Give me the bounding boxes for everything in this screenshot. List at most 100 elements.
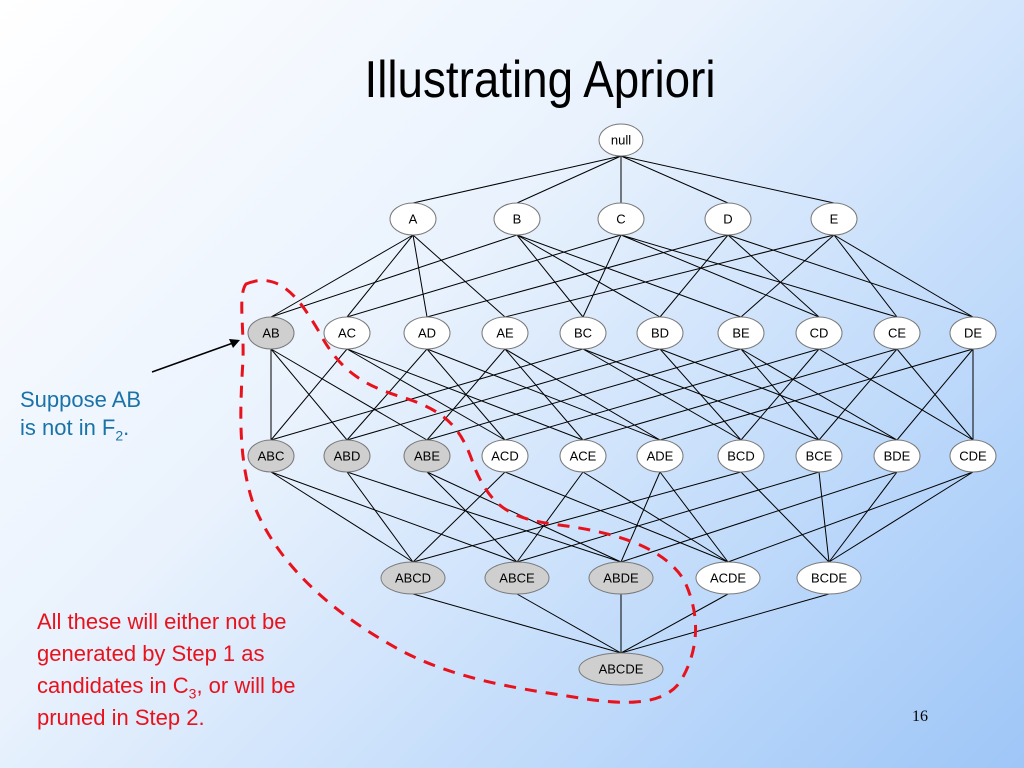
node-cd: CD: [795, 316, 843, 350]
node-ab: AB: [247, 316, 295, 350]
edge-A-AD: [412, 234, 428, 318]
edge-ADE-ACDE: [659, 471, 729, 563]
node-label-bd: BD: [651, 326, 669, 341]
node-label-a: A: [409, 212, 418, 227]
edge-CD-BCD: [740, 348, 820, 441]
edge-CD-CDE: [818, 348, 974, 441]
node-shape-abd: [323, 439, 371, 473]
edge-A-AB: [270, 234, 414, 318]
edge-D-BD: [659, 234, 729, 318]
node-label-bce: BCE: [806, 449, 833, 464]
node-label-e: E: [830, 212, 839, 227]
callout-arrow: [151, 342, 234, 373]
node-label-b: B: [513, 212, 522, 227]
edge-D-DE: [727, 234, 974, 318]
node-label-ac: AC: [338, 326, 356, 341]
edge-BCE-ABCE: [516, 471, 820, 563]
node-ade: ADE: [636, 439, 684, 473]
edge-B-BE: [516, 234, 742, 318]
node-be: BE: [717, 316, 765, 350]
node-shape-ade: [636, 439, 684, 473]
node-shape-b: [493, 202, 541, 236]
node-label-abcd: ABCD: [395, 571, 431, 586]
node-label-bcde: BCDE: [811, 571, 847, 586]
edge-BDE-ABDE: [620, 471, 898, 563]
edge-AC-ABC: [270, 348, 348, 441]
edge-BCDE-ABCDE: [620, 593, 830, 654]
callout-all-line3-suffix: , or will be: [196, 673, 296, 698]
edge-B-BD: [516, 234, 661, 318]
node-abc: ABC: [247, 439, 295, 473]
edge-CD-ACD: [504, 348, 820, 441]
edge-BE-BDE: [740, 348, 898, 441]
callout-pruned-note: All these will either not be generated b…: [37, 606, 397, 734]
edge-AC-ACE: [346, 348, 584, 441]
node-bcde: BCDE: [796, 561, 862, 595]
pruned-region-boundary: [239, 278, 697, 704]
edge-BDE-BCDE: [828, 471, 898, 563]
node-shape-c: [597, 202, 645, 236]
node-shape-ad: [403, 316, 451, 350]
node-shape-ace: [559, 439, 607, 473]
node-shape-bc: [559, 316, 607, 350]
node-abcde: ABCDE: [578, 652, 664, 686]
edge-C-AC: [346, 234, 622, 318]
callout-suppose-ab: Suppose AB is not in F2.: [20, 386, 141, 442]
node-label-abde: ABDE: [603, 571, 639, 586]
callout-all-line3-text: candidates in C: [37, 673, 189, 698]
edge-ABE-ABCE: [426, 471, 518, 563]
edge-ABC-ABCE: [270, 471, 518, 563]
edge-AD-ABD: [346, 348, 428, 441]
edge-DE-BDE: [896, 348, 974, 441]
node-label-acd: ACD: [491, 449, 518, 464]
node-abe: ABE: [403, 439, 451, 473]
node-shape-abde: [588, 561, 654, 595]
node-ae: AE: [481, 316, 529, 350]
node-bde: BDE: [873, 439, 921, 473]
node-bc: BC: [559, 316, 607, 350]
edge-A-AE: [412, 234, 506, 318]
node-acde: ACDE: [695, 561, 761, 595]
edge-ACE-ABCE: [516, 471, 584, 563]
node-ad: AD: [403, 316, 451, 350]
node-label-bde: BDE: [884, 449, 911, 464]
edge-ABD-ABCD: [346, 471, 414, 563]
node-de: DE: [949, 316, 997, 350]
node-shape-abc: [247, 439, 295, 473]
node-shape-bcd: [717, 439, 765, 473]
node-ce: CE: [873, 316, 921, 350]
edge-null-D: [620, 155, 729, 204]
callout-all-sub: 3: [188, 685, 197, 702]
edge-BCE-BCDE: [818, 471, 830, 563]
edge-CE-ACE: [582, 348, 898, 441]
page-number: 16: [912, 708, 928, 725]
node-shape-abcde: [578, 652, 664, 686]
node-ac: AC: [323, 316, 371, 350]
edge-BC-ABC: [270, 348, 584, 441]
edge-E-BE: [740, 234, 835, 318]
edge-C-BC: [582, 234, 622, 318]
edge-ABCD-ABCDE: [412, 593, 622, 654]
node-shape-abcd: [380, 561, 446, 595]
edge-BD-ABD: [346, 348, 661, 441]
edge-DE-ADE: [659, 348, 974, 441]
node-b: B: [493, 202, 541, 236]
edge-ACE-ACDE: [582, 471, 729, 563]
edge-CE-BCE: [818, 348, 898, 441]
edge-null-B: [516, 155, 622, 204]
callout-all-line1: All these will either not be: [37, 609, 287, 634]
node-label-ad: AD: [418, 326, 436, 341]
edge-B-AB: [270, 234, 518, 318]
node-label-abe: ABE: [414, 449, 440, 464]
edge-C-CE: [620, 234, 898, 318]
callout-suppose-line1: Suppose AB: [20, 387, 142, 412]
edge-C-CD: [620, 234, 820, 318]
node-shape-bde: [873, 439, 921, 473]
node-a: A: [389, 202, 437, 236]
node-shape-be: [717, 316, 765, 350]
node-abce: ABCE: [484, 561, 550, 595]
node-shape-abce: [484, 561, 550, 595]
node-label-ae: AE: [496, 326, 514, 341]
callout-suppose-line2-suffix: .: [123, 415, 130, 440]
